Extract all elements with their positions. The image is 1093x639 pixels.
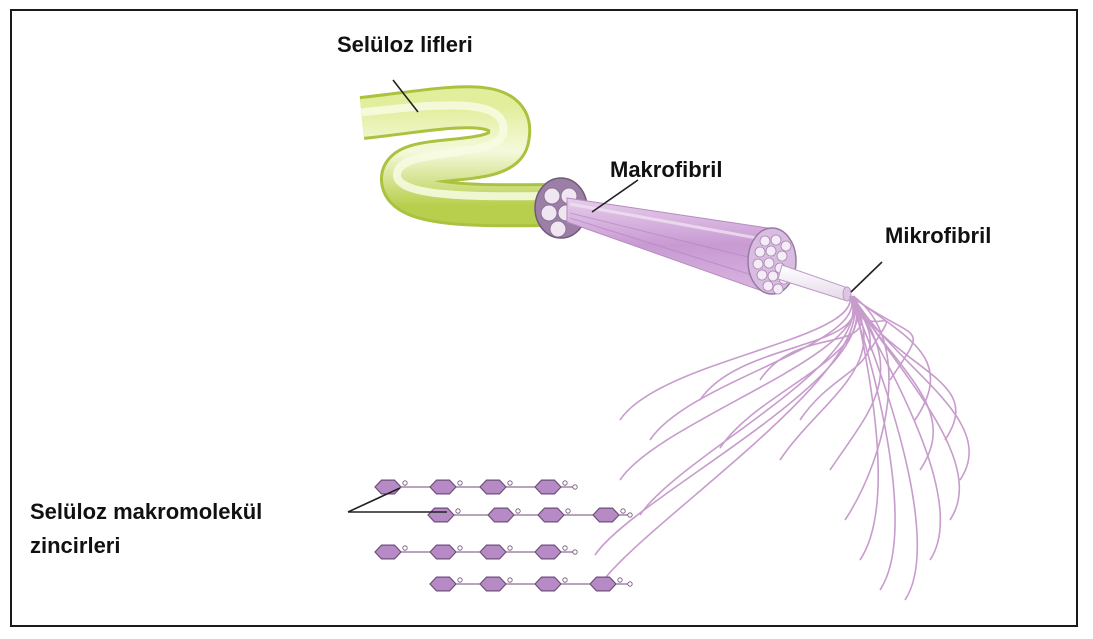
molecule-chains	[375, 480, 632, 591]
oxygen-link	[566, 509, 570, 513]
label-microfibril: Mikrofibril	[885, 222, 991, 250]
microfibril-strand	[720, 299, 857, 448]
microfibril-strand	[620, 299, 855, 480]
oxygen-link	[563, 481, 567, 485]
glucose-ring	[430, 545, 456, 559]
glucose-ring	[535, 577, 561, 591]
glucose-ring	[375, 480, 401, 494]
oxygen-link	[458, 578, 462, 582]
glucose-ring	[430, 577, 456, 591]
microfibril-strand	[640, 296, 853, 515]
oxygen-link	[458, 546, 462, 550]
microfibril-strands	[595, 296, 969, 600]
glucose-ring	[480, 480, 506, 494]
oxygen-link	[563, 546, 567, 550]
glucose-ring	[590, 577, 616, 591]
macrofibril-bundle	[748, 228, 796, 294]
label-chains-line1: Selüloz makromolekül	[30, 498, 262, 526]
oxygen-link	[456, 509, 460, 513]
oxygen-link	[508, 546, 512, 550]
glucose-ring	[535, 480, 561, 494]
leader-line-chains-upper	[348, 488, 400, 512]
oxygen-link	[508, 481, 512, 485]
microfibril-strand	[853, 299, 933, 470]
label-chains-line2: zincirleri	[30, 532, 120, 560]
microfibril-strand	[852, 296, 940, 560]
oxygen-link	[563, 578, 567, 582]
oxygen-link	[618, 578, 622, 582]
chain-end	[573, 550, 577, 554]
macrofibril-cone	[567, 198, 768, 293]
chain-end	[573, 485, 577, 489]
oxygen-link	[458, 481, 462, 485]
glucose-ring	[480, 577, 506, 591]
glucose-ring	[593, 508, 619, 522]
glucose-ring	[430, 480, 456, 494]
glucose-ring	[535, 545, 561, 559]
label-cellulose-fibers: Selüloz lifleri	[337, 31, 473, 59]
microfibril-strand	[595, 298, 857, 555]
glucose-ring	[428, 508, 454, 522]
glucose-ring	[488, 508, 514, 522]
oxygen-link	[403, 546, 407, 550]
oxygen-link	[508, 578, 512, 582]
glucose-ring	[480, 545, 506, 559]
microfibril-tube	[778, 265, 851, 301]
leader-line-microfibril	[851, 262, 882, 292]
glucose-ring	[375, 545, 401, 559]
oxygen-link	[516, 509, 520, 513]
cellulose-fiber	[362, 105, 560, 205]
microfibril-strand	[700, 298, 854, 400]
oxygen-link	[621, 509, 625, 513]
chain-end	[628, 513, 632, 517]
chain-end	[628, 582, 632, 586]
glucose-ring	[538, 508, 564, 522]
label-macrofibril: Makrofibril	[610, 156, 722, 184]
oxygen-link	[403, 481, 407, 485]
microfibril-strand	[650, 297, 852, 440]
